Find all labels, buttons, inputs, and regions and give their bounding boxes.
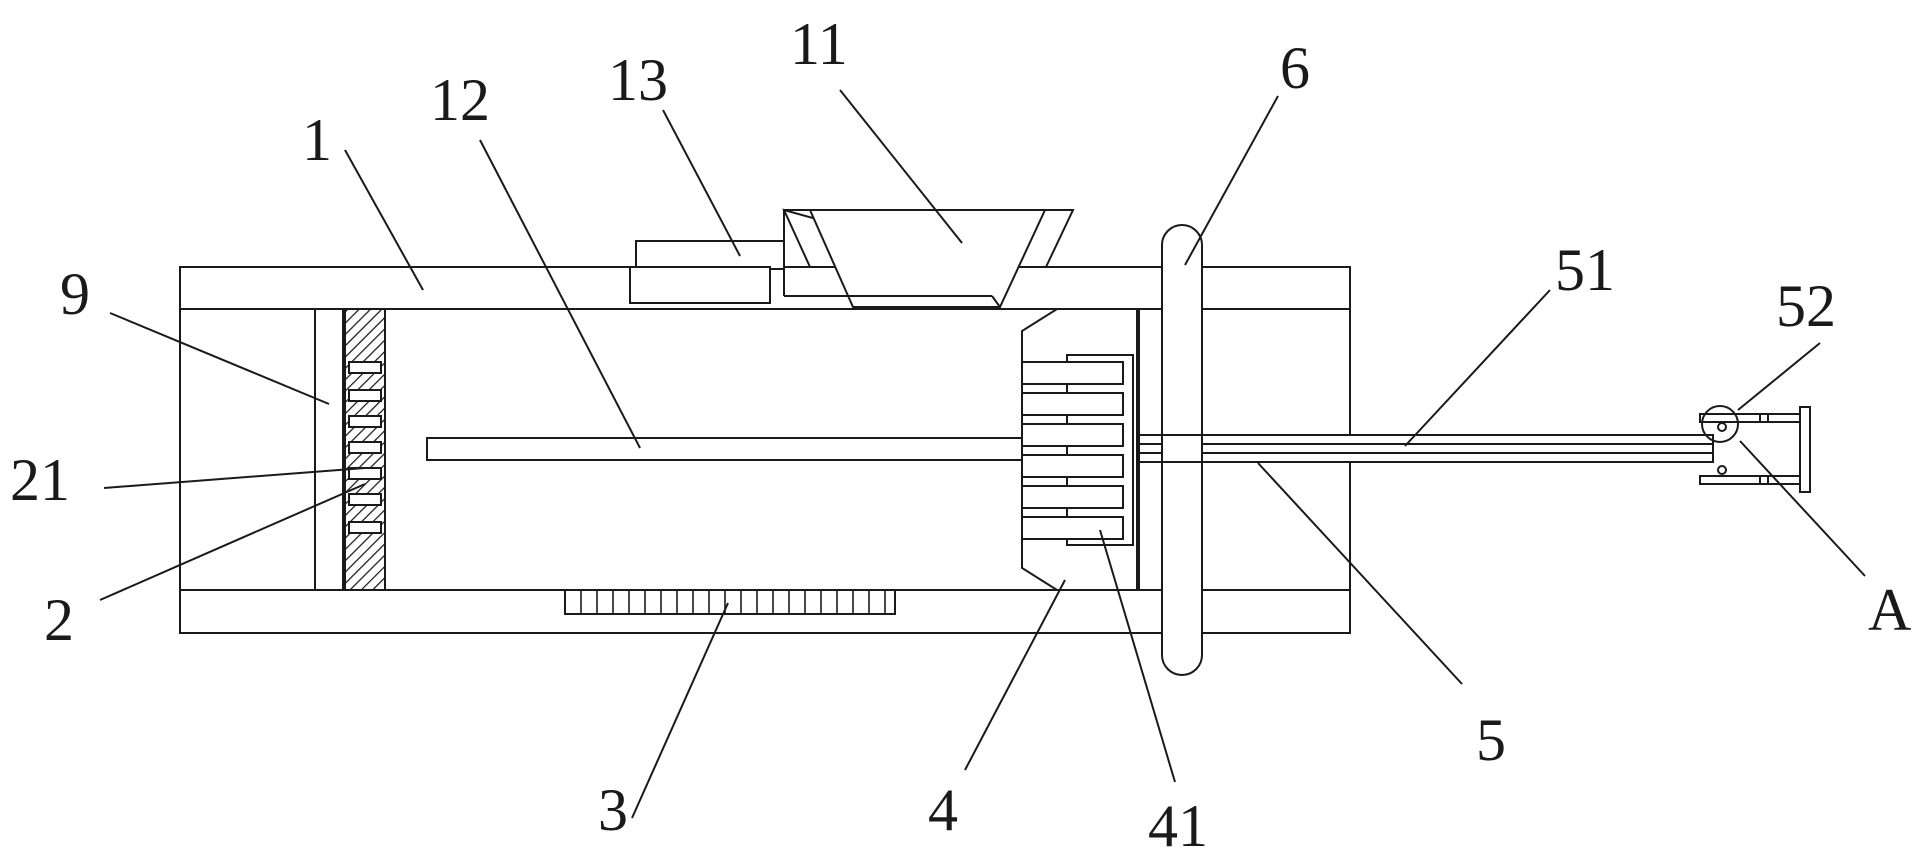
label-6: 6 <box>1280 35 1310 101</box>
label-4: 4 <box>928 777 958 843</box>
top-box <box>629 240 785 304</box>
piston-head <box>1021 308 1140 591</box>
label-2: 2 <box>44 587 74 653</box>
screw-shaft <box>426 437 1038 461</box>
label-12: 12 <box>430 67 490 133</box>
end-plate <box>314 309 344 590</box>
label-1: 1 <box>302 107 332 173</box>
filter-block <box>344 308 386 591</box>
end-fitting <box>1699 405 1811 493</box>
label-21: 21 <box>10 447 70 513</box>
label-13: 13 <box>608 47 668 113</box>
push-rod <box>1138 434 1714 463</box>
label-A: A <box>1868 577 1911 643</box>
label-51: 51 <box>1555 237 1615 303</box>
label-5: 5 <box>1476 707 1506 773</box>
label-52: 52 <box>1776 273 1836 339</box>
part-labels: 1 12 13 11 6 9 21 2 51 52 A 5 3 4 41 <box>10 11 1911 859</box>
hopper <box>782 208 1075 308</box>
label-41: 41 <box>1148 793 1208 859</box>
label-9: 9 <box>60 261 90 327</box>
leader-lines <box>99 89 1866 819</box>
bottom-grate <box>564 589 896 615</box>
label-11: 11 <box>790 11 848 77</box>
label-3: 3 <box>598 777 628 843</box>
